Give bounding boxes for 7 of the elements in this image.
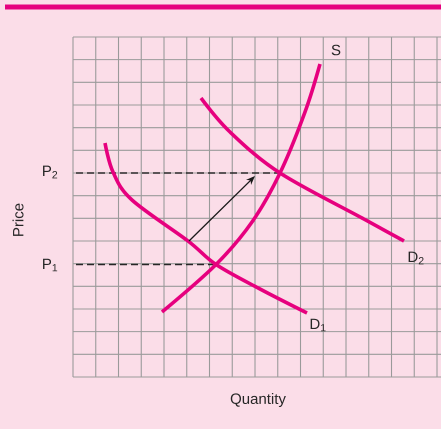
axis-label: D$_{1}$ bbox=[310, 318, 326, 332]
axis-label: P$_{1}$ bbox=[43, 258, 58, 272]
axis-label: D$_{2}$ bbox=[408, 252, 424, 264]
axis-label: P$_{2}$ bbox=[43, 166, 58, 178]
axis-label: S bbox=[332, 44, 340, 56]
axis-label: Quantity bbox=[230, 393, 286, 407]
axis-label: Price bbox=[12, 204, 24, 236]
